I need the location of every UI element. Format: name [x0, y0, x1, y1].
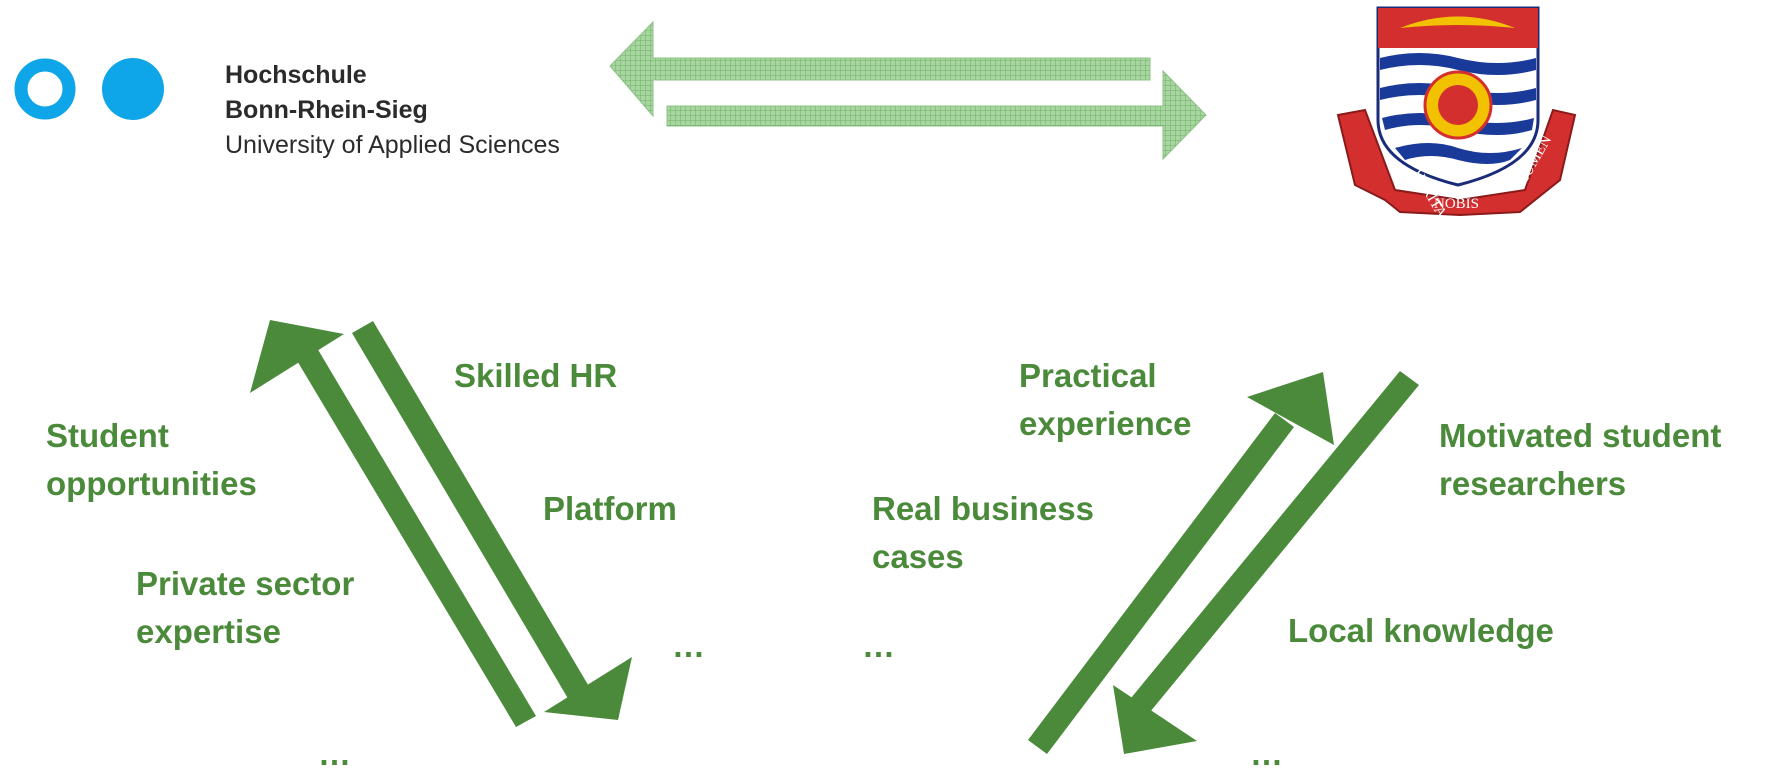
university-crest-icon: VERITAS NOBIS LUMEN — [1336, 6, 1577, 228]
label-practical-experience: Practical experience — [1019, 357, 1192, 442]
label-local-knowledge: Local knowledge — [1288, 612, 1554, 649]
crest-motto-center: NOBIS — [1434, 196, 1479, 212]
hbrs-line1: Hochschule — [225, 61, 367, 89]
arrow-up-right-icon — [1028, 372, 1334, 754]
label-left-ellipsis-right: … — [672, 627, 705, 664]
hbrs-line3: University of Applied Sciences — [225, 131, 560, 159]
exchange-arrows-icon — [609, 20, 1207, 161]
label-skilled-hr: Skilled HR — [454, 357, 618, 394]
label-right-ellipsis-left: … — [862, 627, 895, 664]
label-student-opportunities: Student opportunities — [46, 417, 257, 502]
label-real-business-cases: Real business cases — [872, 490, 1094, 575]
left-arrow-pair — [250, 320, 632, 727]
arrow-up-left-icon — [250, 320, 536, 727]
arrow-down-right-icon — [352, 321, 632, 720]
hbrs-logo-icon — [14, 58, 164, 120]
label-right-ellipsis-bottom: … — [1250, 735, 1283, 772]
label-private-sector-expertise: Private sector expertise — [136, 565, 355, 650]
hbrs-line2: Bonn-Rhein-Sieg — [225, 96, 428, 124]
label-motivated-student-researchers: Motivated student researchers — [1439, 417, 1722, 502]
label-platform: Platform — [543, 490, 677, 527]
right-arrow-pair — [1028, 371, 1419, 754]
arrow-down-left-icon — [1113, 371, 1419, 754]
hbrs-name: Hochschule Bonn-Rhein-Sieg University of… — [225, 58, 560, 163]
label-left-ellipsis-bottom: … — [318, 735, 351, 772]
